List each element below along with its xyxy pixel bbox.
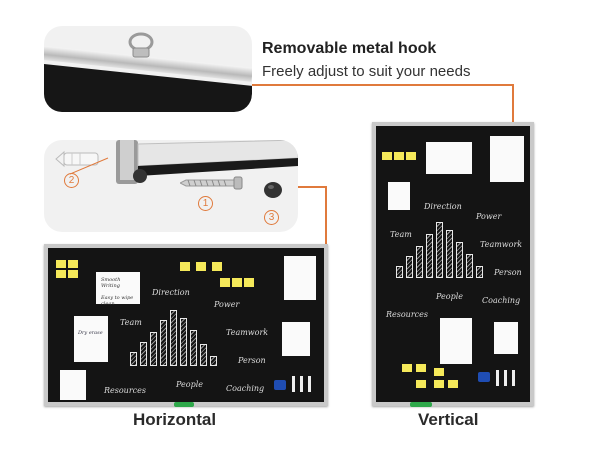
- sticky-note: [402, 364, 412, 372]
- chalk-bar: [150, 332, 157, 366]
- feature-title: Removable metal hook: [262, 40, 437, 57]
- chalk-bar: [456, 242, 463, 278]
- chalk-bar: [406, 256, 413, 278]
- chalk-word: Team: [390, 230, 412, 239]
- chalk-word: Power: [476, 212, 502, 221]
- screw-cap-icon: [264, 182, 282, 198]
- metal-hook-icon: [128, 32, 154, 58]
- sticky-note: [434, 380, 444, 388]
- sticky-note: [416, 380, 426, 388]
- sticky-heading: Dry erase: [78, 330, 103, 336]
- chalk-word: Teamwork: [480, 240, 523, 249]
- connector-line: [325, 186, 327, 246]
- chalk-word: Teamwork: [226, 328, 269, 337]
- screw-icon: [180, 176, 243, 190]
- connector-line: [512, 84, 514, 122]
- connector-line: [252, 84, 514, 86]
- chalk-bar: [476, 266, 483, 278]
- wall-anchor-icon: [55, 150, 99, 168]
- pinned-paper: [60, 370, 86, 400]
- sticky-note: [382, 152, 392, 160]
- chalk-word: Person: [238, 356, 266, 365]
- marker-tray: [410, 402, 432, 407]
- callout-pointer: [70, 157, 109, 175]
- sticky-note: [448, 380, 458, 388]
- chalk-word: People: [436, 292, 463, 301]
- connector-line: [298, 186, 326, 188]
- marker: [512, 370, 515, 386]
- pinned-paper: [282, 322, 310, 356]
- hook-detail-panel: [44, 26, 252, 112]
- chalk-bar: [180, 318, 187, 366]
- chalk-bar: [140, 342, 147, 366]
- hardware-detail-panel: 2 1 3: [44, 140, 298, 232]
- sticky-note: [68, 270, 78, 278]
- sticky-note: [416, 364, 426, 372]
- sticky-note: [244, 278, 254, 287]
- sticky-note: [56, 270, 66, 278]
- pinned-paper: [490, 136, 524, 182]
- marker: [496, 370, 499, 386]
- marker: [300, 376, 303, 392]
- chalk-word: Direction: [152, 288, 190, 297]
- chalk-bar: [436, 222, 443, 278]
- frame-corner-icon: [116, 140, 298, 184]
- eraser: [274, 380, 286, 390]
- marker-tray: [174, 402, 194, 407]
- feature-subtitle: Freely adjust to suit your needs: [262, 63, 471, 80]
- chalk-word: People: [176, 380, 203, 389]
- marker: [308, 376, 311, 392]
- chalk-bar: [416, 246, 423, 278]
- chalk-bar: [160, 320, 167, 366]
- sticky-note: [232, 278, 242, 287]
- sticky-note: [56, 260, 66, 268]
- chalk-word: Power: [214, 300, 240, 309]
- pinned-paper: [284, 256, 316, 300]
- chalk-word: Person: [494, 268, 522, 277]
- sticky-note: [196, 262, 206, 271]
- horizontal-whiteboard: Smooth Writing Easy to wipe clean Dry er…: [44, 244, 328, 407]
- chalk-bar: [200, 344, 207, 366]
- marker: [292, 376, 295, 392]
- paper-line: Easy to wipe clean: [101, 295, 134, 307]
- chalk-bar: [190, 330, 197, 366]
- sticky-note: [434, 368, 444, 376]
- marker: [504, 370, 507, 386]
- pinned-paper: [426, 142, 472, 174]
- chalk-word: Coaching: [482, 296, 521, 305]
- sticky-note: [394, 152, 404, 160]
- paper-heading: Smooth Writing: [101, 277, 121, 289]
- callout-number: 1: [198, 196, 213, 211]
- chalk-bar: [130, 352, 137, 366]
- chalk-word: Resources: [386, 310, 428, 319]
- chalk-bar: [170, 310, 177, 366]
- chalk-word: Team: [120, 318, 142, 327]
- pinned-paper: [494, 322, 518, 354]
- caption-vertical: Vertical: [418, 410, 479, 429]
- sticky-note: [406, 152, 416, 160]
- pinned-paper: Smooth Writing Easy to wipe clean: [96, 272, 140, 307]
- chalk-word: Resources: [104, 386, 146, 395]
- sticky-note: [180, 262, 190, 271]
- eraser: [478, 372, 490, 382]
- chalk-bar: [210, 356, 217, 366]
- chalk-bar: [466, 254, 473, 278]
- pinned-paper: [440, 318, 472, 364]
- chalk-bar: [446, 230, 453, 278]
- chalk-word: Coaching: [226, 384, 265, 393]
- chalk-bar: [396, 266, 403, 278]
- pinned-paper: Dry erase: [74, 316, 108, 362]
- caption-horizontal: Horizontal: [133, 410, 217, 429]
- sticky-note: [212, 262, 222, 271]
- pinned-paper: [388, 182, 410, 210]
- sticky-note: [68, 260, 78, 268]
- callout-number: 3: [264, 210, 279, 225]
- chalk-bar: [426, 234, 433, 278]
- chalk-word: Direction: [424, 202, 462, 211]
- sticky-note: [220, 278, 230, 287]
- vertical-whiteboard: Direction Power Team Teamwork Person Peo…: [372, 122, 534, 407]
